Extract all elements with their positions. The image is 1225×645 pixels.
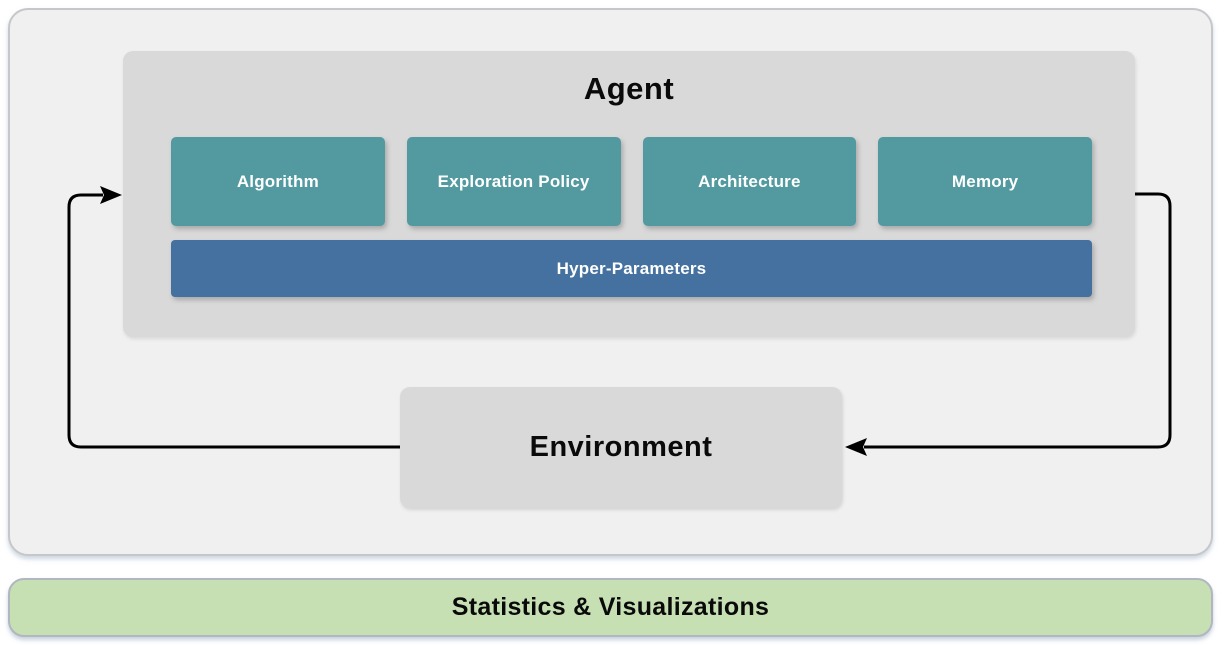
component-memory: Memory xyxy=(878,137,1092,226)
agent-title: Agent xyxy=(583,71,675,106)
environment-title: Environment xyxy=(529,431,713,463)
component-exploration-policy: Exploration Policy xyxy=(406,137,621,226)
component-architecture: Architecture xyxy=(642,137,857,226)
statistics-visualizations-label: Statistics & Visualizations xyxy=(451,593,770,621)
statistics-visualizations-bar: Statistics & Visualizations xyxy=(8,578,1213,637)
component-algorithm: Algorithm xyxy=(171,137,385,226)
agent-component-row: Algorithm Exploration Policy Architectur… xyxy=(171,137,1092,226)
hyper-parameters-bar: Hyper-Parameters xyxy=(171,240,1092,297)
environment-box: Environment xyxy=(400,387,842,508)
agent-box: Agent Algorithm Exploration Policy Archi… xyxy=(123,51,1135,337)
training-loop-panel: Agent Algorithm Exploration Policy Archi… xyxy=(8,8,1213,556)
